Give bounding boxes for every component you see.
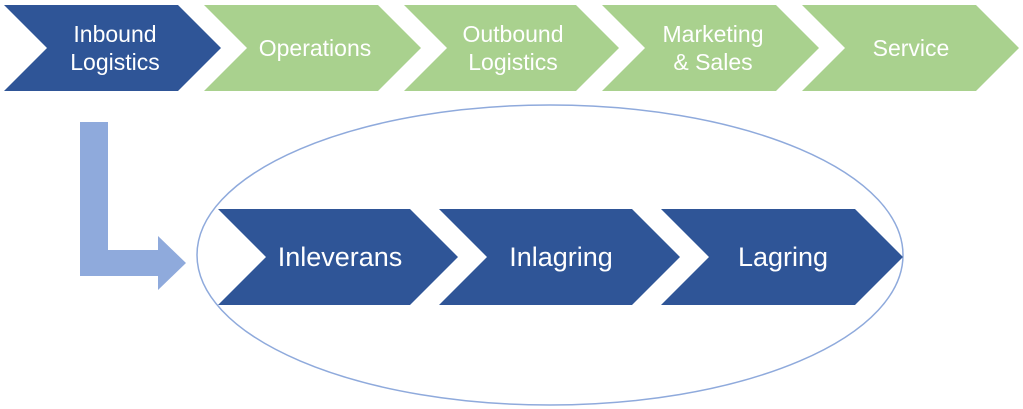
label-service: Service xyxy=(872,34,950,61)
label-marketing-sales: Marketing & Sales xyxy=(662,20,764,75)
chevron-inlagring xyxy=(439,209,680,305)
label-inbound-logistics: Inbound Logistics xyxy=(70,20,160,75)
sub-process-ellipse xyxy=(196,104,904,406)
label-inlagring: Inlagring xyxy=(509,241,613,272)
chevron-service xyxy=(802,5,1019,91)
label-operations: Operations xyxy=(258,34,372,61)
chevron-marketing-sales xyxy=(602,5,819,91)
label-inleverans: Inleverans xyxy=(277,241,403,272)
chevron-lagring xyxy=(661,209,903,305)
chevron-inleverans xyxy=(218,209,458,305)
label-outbound-logistics: Outbound Logistics xyxy=(462,20,564,75)
label-lagring: Lagring xyxy=(737,241,829,272)
chevron-inbound-logistics xyxy=(4,5,221,91)
chevron-operations xyxy=(204,5,421,91)
chevron-outbound-logistics xyxy=(404,5,619,91)
connector-arrow xyxy=(80,122,186,290)
